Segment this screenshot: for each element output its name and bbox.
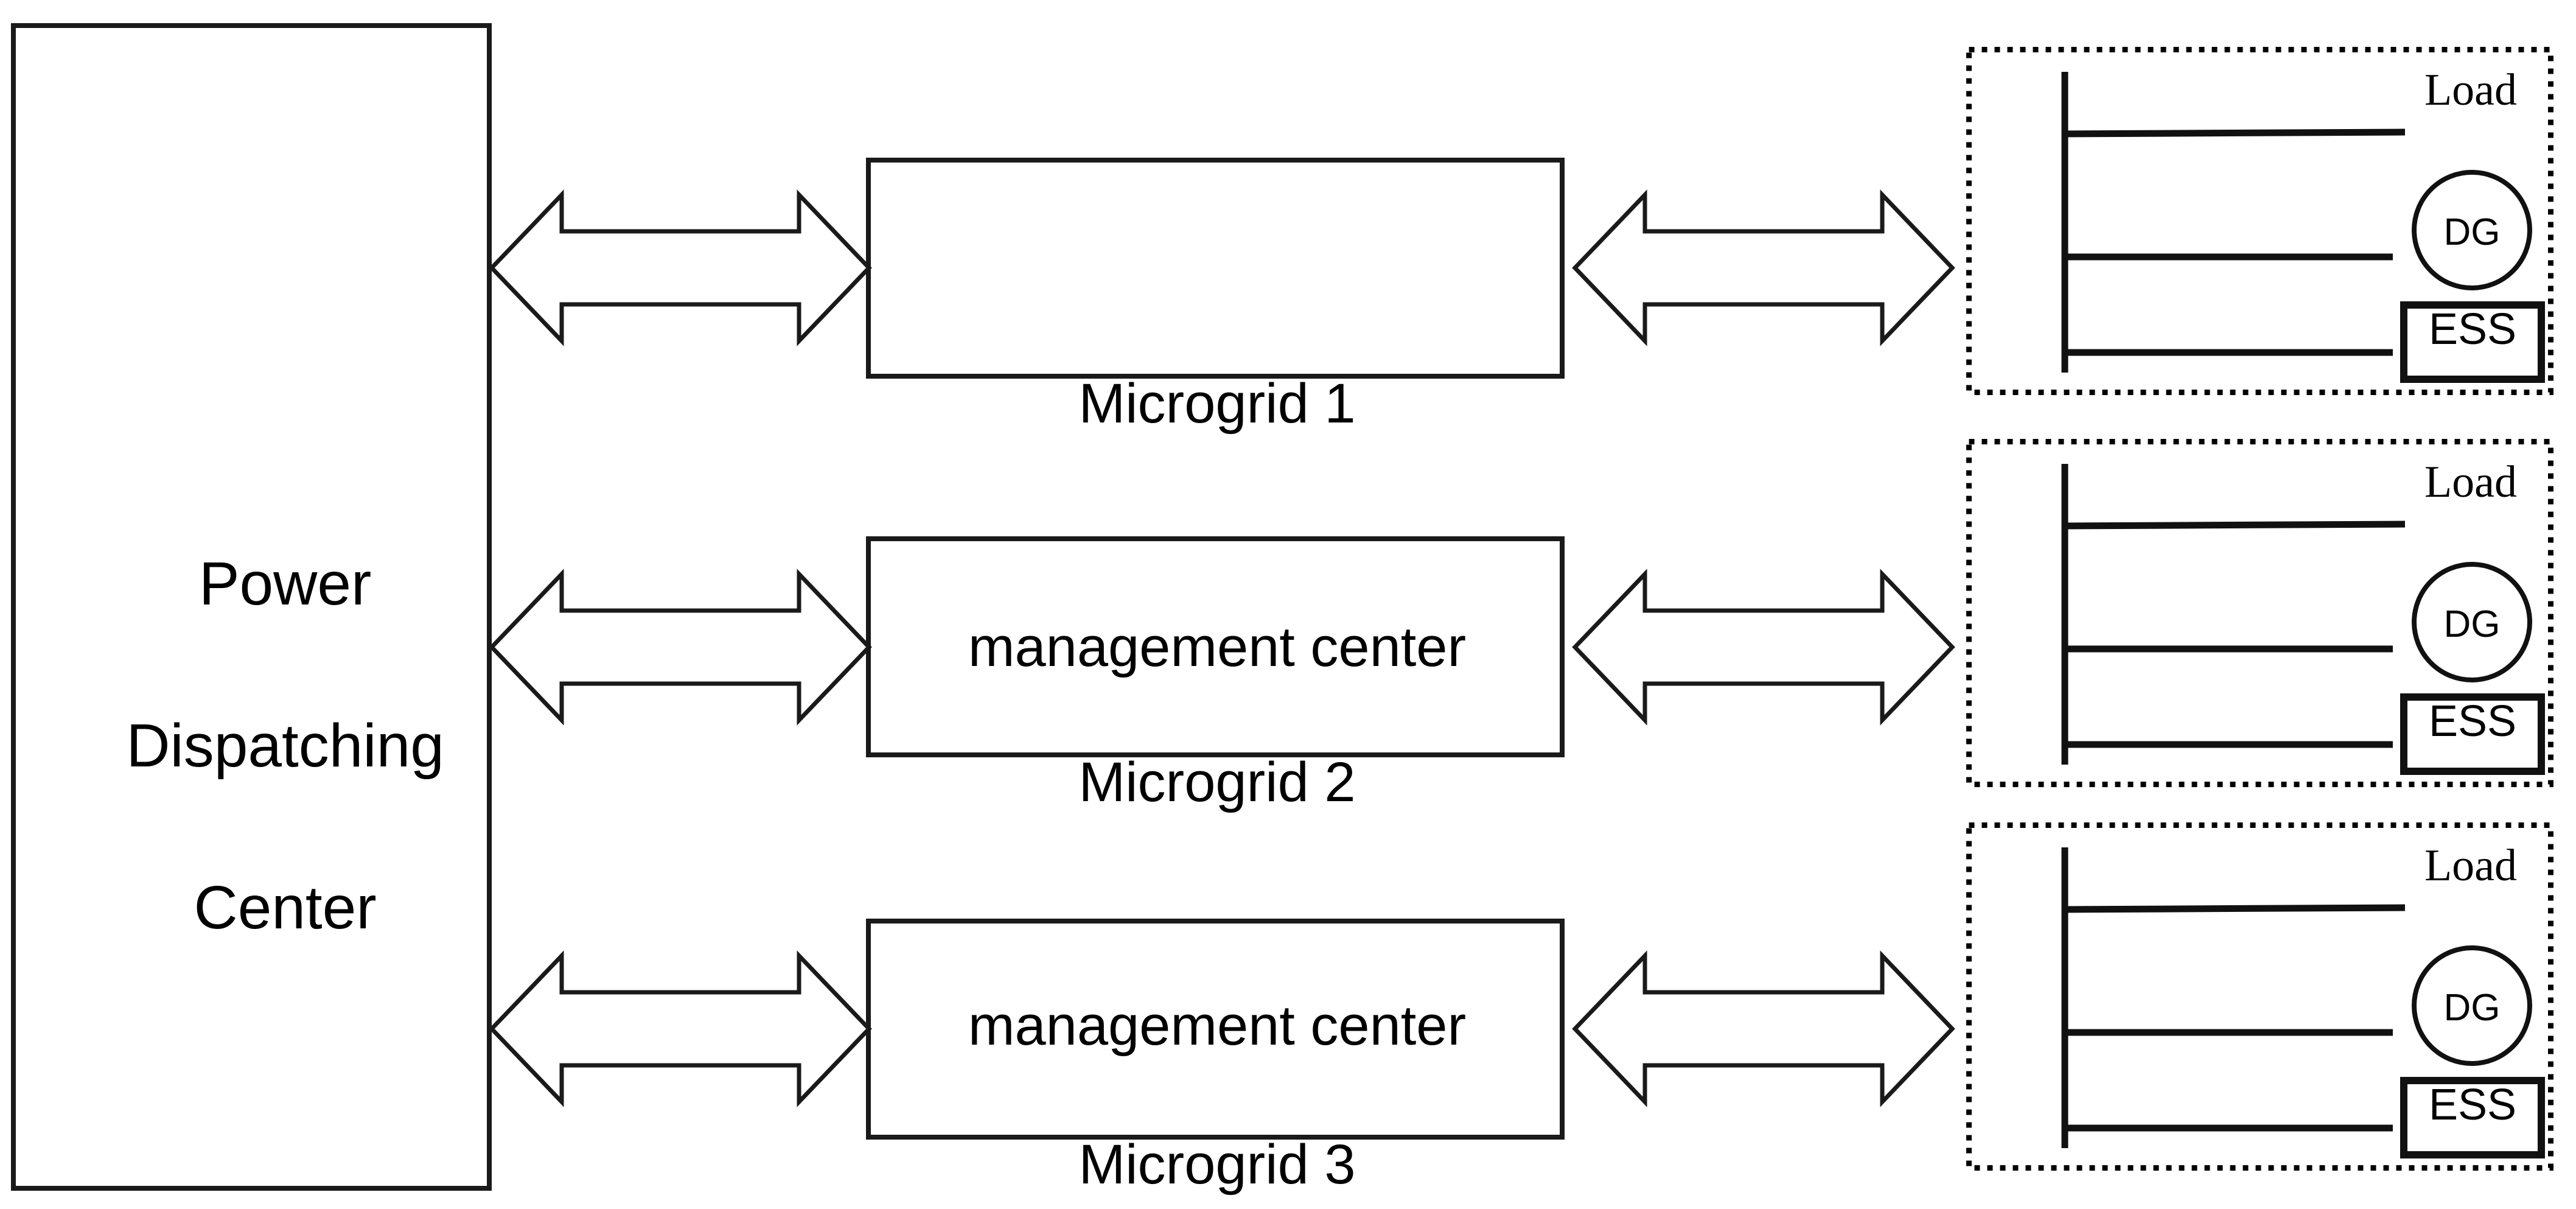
connector-pdc-to-microgrid-1[interactable] — [492, 195, 869, 341]
microgrid-3-center-label: Microgrid 3 management center — [868, 962, 1566, 1209]
microgrid-1-center-line-2: management center — [968, 615, 1467, 678]
microgrid-1-dg-label: DG — [2443, 211, 2501, 253]
microgrid-3-center-line-1: Microgrid 3 — [1078, 1133, 1356, 1196]
microgrid-2-center-line-2: management center — [968, 994, 1467, 1057]
connector-microgrid-3-to-panel[interactable] — [1575, 956, 1952, 1102]
microgrid-1-ess-label: ESS — [2428, 305, 2517, 354]
connector-pdc-to-microgrid-2[interactable] — [492, 574, 869, 720]
connector-microgrid-1-to-panel[interactable] — [1575, 195, 1952, 341]
microgrid-1-center-box[interactable] — [866, 158, 1565, 379]
power-dispatching-center-box[interactable] — [11, 23, 492, 1191]
microgrid-2-center-line-1: Microgrid 2 — [1078, 751, 1356, 813]
microgrid-2-center-box[interactable] — [866, 536, 1565, 757]
microgrid-2-center-label: Microgrid 2 management center — [868, 580, 1566, 1209]
microgrid-2-load-label: Load — [2424, 457, 2518, 507]
microgrid-1-center-line-1: Microgrid 1 — [1078, 372, 1356, 435]
microgrid-1-center-label: Microgrid 1 management center — [868, 201, 1566, 850]
pdc-label-line-2: Dispatching — [126, 712, 444, 780]
power-dispatching-center-label: Power Dispatching Center — [12, 463, 490, 1029]
microgrid-2-dg-label: DG — [2443, 603, 2501, 645]
microgrid-3-load-label: Load — [2424, 841, 2518, 891]
microgrid-3-dg-label: DG — [2443, 987, 2501, 1029]
pdc-label-line-3: Center — [194, 874, 377, 942]
microgrid-2-ess-label: ESS — [2428, 697, 2517, 746]
microgrid-3-center-box[interactable] — [866, 919, 1565, 1140]
microgrid-3-ess-label: ESS — [2428, 1081, 2517, 1129]
connector-microgrid-2-to-panel[interactable] — [1575, 574, 1952, 720]
microgrid-1-load-label: Load — [2424, 65, 2518, 115]
connector-pdc-to-microgrid-3[interactable] — [492, 956, 869, 1102]
pdc-label-line-1: Power — [198, 550, 372, 618]
